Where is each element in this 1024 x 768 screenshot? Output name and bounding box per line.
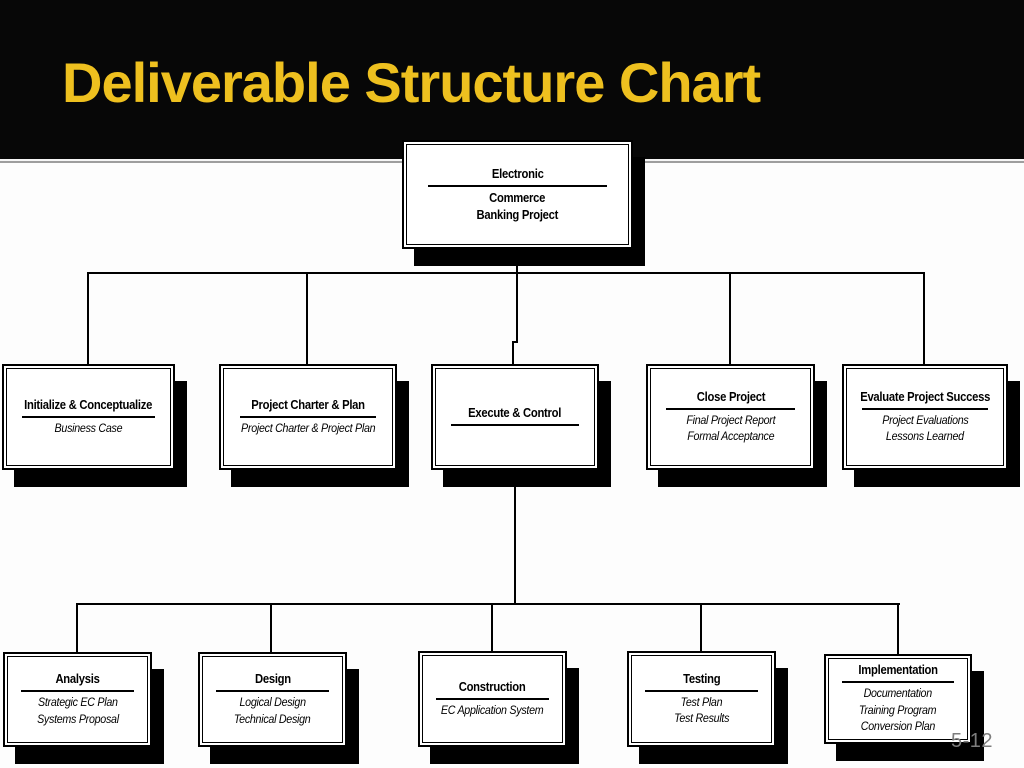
slide-title: Deliverable Structure Chart (62, 51, 761, 114)
title-underline (21, 690, 134, 692)
node-title: Close Project (696, 389, 765, 404)
node-evaluate-project-success: Evaluate Project Success Project Evaluat… (842, 364, 1008, 470)
title-underline (861, 407, 989, 410)
connector-drop-initialize (87, 272, 89, 365)
connector-drop-execute-upper (516, 272, 518, 343)
node-title: Electronic (491, 167, 544, 181)
connector-drop-testing (700, 603, 702, 652)
connector-drop-execute-lower (512, 341, 514, 365)
node-title: Project Charter & Plan (251, 397, 365, 412)
title-banner: Deliverable Structure Chart (0, 0, 1024, 159)
node-testing: Testing Test Plan Test Results (627, 651, 776, 747)
connector-drop-close (729, 272, 731, 365)
node-line: Business Case (54, 422, 123, 435)
title-underline (842, 681, 954, 684)
node-line: Strategic EC Plan (37, 697, 118, 709)
node-title: Analysis (55, 672, 100, 686)
connector-level3-bus (76, 603, 900, 605)
title-underline (645, 689, 758, 692)
title-underline (666, 407, 795, 410)
connector-drop-design (270, 603, 272, 653)
node-line: Logical Design (239, 697, 306, 709)
node-analysis: Analysis Strategic EC Plan Systems Propo… (3, 652, 152, 747)
node-line: Banking Project (476, 207, 559, 222)
node-project-charter-plan: Project Charter & Plan Project Charter &… (219, 364, 397, 470)
connector-drop-construction (491, 603, 493, 652)
node-line: Technical Design (234, 713, 311, 726)
connector-drop-implementation (897, 603, 899, 655)
connector-drop-charter (306, 272, 308, 365)
connector-execute-stem (514, 468, 516, 605)
node-line: Documentation (863, 688, 933, 701)
node-initialize-conceptualize: Initialize & Conceptualize Business Case (2, 364, 175, 470)
node-line: Training Program (859, 704, 937, 717)
connector-drop-analysis (76, 603, 78, 653)
connector-level2-bus (87, 272, 925, 274)
node-line: Commerce (489, 191, 546, 205)
node-line: EC Application System (441, 704, 544, 717)
node-line: Project Evaluations (881, 414, 969, 427)
node-line: Project Charter & Project Plan (240, 422, 376, 435)
node-title: Execute & Control (468, 406, 562, 420)
title-underline (436, 697, 549, 700)
connector-drop-execute-jog (512, 341, 518, 343)
title-underline (427, 185, 608, 187)
node-title: Construction (459, 679, 526, 694)
node-title: Design (254, 672, 291, 686)
title-underline (22, 415, 155, 418)
node-line: Systems Proposal (36, 713, 119, 726)
node-title: Implementation (858, 663, 938, 678)
title-underline (239, 415, 377, 418)
node-line: Lessons Learned (886, 431, 964, 443)
title-underline (216, 690, 329, 692)
node-line: Test Results (673, 713, 730, 725)
node-execute-control: Execute & Control (431, 364, 599, 470)
node-line: Test Plan (680, 696, 723, 709)
node-root: Electronic Commerce Banking Project (402, 140, 633, 249)
node-construction: Construction EC Application System (418, 651, 567, 747)
node-close-project: Close Project Final Project Report Forma… (646, 364, 815, 470)
connector-drop-evaluate (923, 272, 925, 365)
title-underline (451, 424, 579, 426)
page-number: 5-12 (951, 730, 994, 752)
node-title: Evaluate Project Success (860, 389, 990, 404)
node-title: Initialize & Conceptualize (24, 397, 153, 412)
node-line: Formal Acceptance (686, 431, 774, 443)
node-title: Testing (682, 671, 721, 686)
connector-root-stem (516, 248, 518, 274)
node-design: Design Logical Design Technical Design (198, 652, 347, 747)
node-line: Final Project Report (686, 414, 775, 427)
node-implementation: Implementation Documentation Training Pr… (824, 654, 972, 744)
node-line: Conversion Plan (860, 721, 936, 734)
